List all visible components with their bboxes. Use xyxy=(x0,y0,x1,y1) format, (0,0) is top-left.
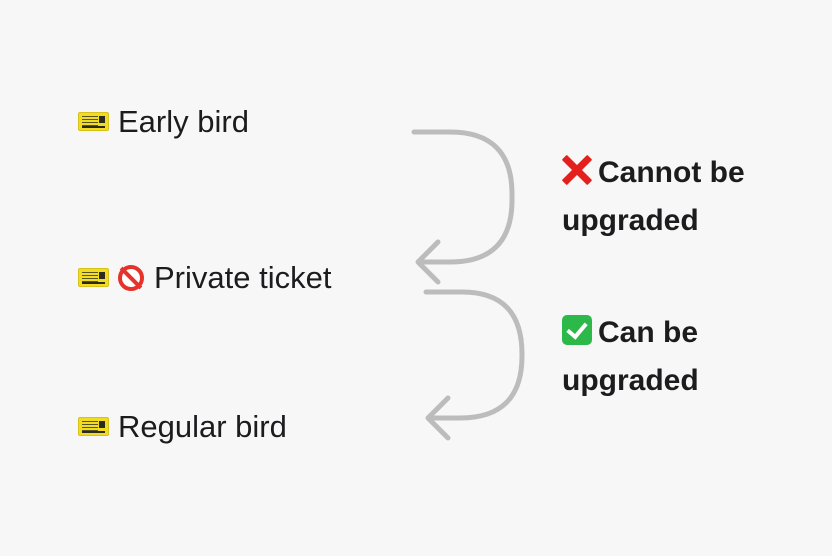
ticket-icon xyxy=(78,112,109,131)
arrow-private-to-regular xyxy=(423,289,525,421)
note-cannot-upgrade: Cannot be upgraded xyxy=(562,149,745,245)
arrowhead-icon xyxy=(425,395,451,441)
arrow-early-to-private xyxy=(411,129,515,265)
tier-label: Private ticket xyxy=(154,260,332,295)
tier-regular-bird: Regular bird xyxy=(78,411,287,442)
note-line: upgraded xyxy=(562,204,699,237)
tier-label: Regular bird xyxy=(118,409,287,444)
tier-private-ticket: Private ticket xyxy=(78,262,331,293)
note-can-upgrade: Can be upgraded xyxy=(562,309,699,405)
note-line: Can be xyxy=(598,316,699,349)
check-icon xyxy=(562,315,592,345)
cross-icon xyxy=(562,155,592,185)
ticket-icon xyxy=(78,417,109,436)
note-line: upgraded xyxy=(562,364,699,397)
no-entry-icon xyxy=(118,264,144,291)
tier-early-bird: Early bird xyxy=(78,106,249,137)
ticket-icon xyxy=(78,268,109,287)
note-line: Cannot be xyxy=(598,156,745,189)
tier-label: Early bird xyxy=(118,104,249,139)
arrowhead-icon xyxy=(415,239,441,285)
